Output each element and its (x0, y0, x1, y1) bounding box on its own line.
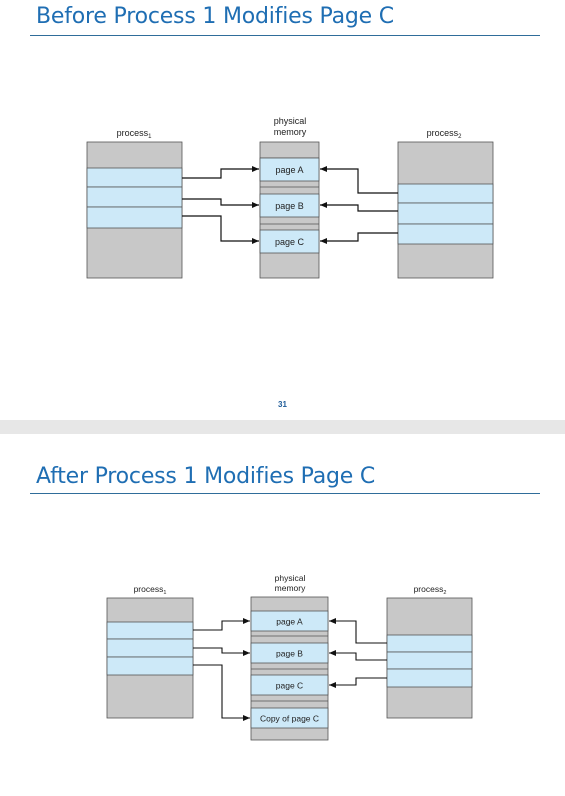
title-underline (30, 493, 540, 494)
page-c-label: page C (275, 237, 305, 247)
memory-page-b (259, 193, 320, 218)
arrow-p2-to-page-b (320, 202, 398, 212)
memory-label-line2: memory (274, 127, 307, 137)
memory-page-a (250, 610, 329, 632)
page-a-label: page A (275, 165, 303, 175)
process2-block (397, 141, 494, 279)
memory-label-line1: physical (274, 116, 307, 126)
page-a-label: page A (276, 617, 303, 627)
copy-on-write-diagram-before: process1 physical memory process2 page A… (86, 116, 494, 279)
arrow-p2-to-page-a (320, 166, 398, 194)
slide-title: After Process 1 Modifies Page C (36, 464, 376, 489)
page-number: 31 (278, 400, 287, 409)
page-c-label: page C (276, 681, 303, 691)
process2-page-row (397, 223, 494, 245)
arrow-p1-to-page-c (182, 215, 259, 244)
page-b-label: page B (276, 649, 303, 659)
process1-block (86, 141, 183, 279)
process1-page-row (86, 167, 183, 188)
memory-page-b (250, 642, 329, 664)
process2-block (386, 597, 473, 719)
copy-of-page-c-label: Copy of page C (260, 714, 319, 724)
process1-label: process1 (134, 584, 167, 596)
process2-label: process2 (414, 584, 447, 596)
process1-label: process1 (117, 128, 153, 140)
process2-label: process2 (427, 128, 463, 140)
process2-page-row (386, 634, 473, 653)
slide-title: Before Process 1 Modifies Page C (36, 4, 394, 29)
memory-page-a (259, 157, 320, 182)
copy-on-write-diagram-after: process1 physical memory process2 page A… (104, 571, 473, 743)
process1-page-row (106, 638, 194, 658)
arrow-p1-to-copy-of-page-c (193, 664, 250, 721)
process1-page-row (106, 656, 194, 676)
arrow-p1-to-page-b (193, 647, 250, 656)
process1-page-row (106, 621, 194, 640)
process2-page-row (386, 668, 473, 688)
slide-before: Before Process 1 Modifies Page C process… (30, 4, 540, 409)
arrow-p2-to-page-b (329, 650, 387, 661)
arrow-p2-to-page-a (329, 618, 387, 644)
arrow-p1-to-page-a (182, 166, 259, 179)
title-underline (30, 35, 540, 36)
process2-page-row (397, 202, 494, 225)
process1-page-row (86, 206, 183, 229)
slide-after: After Process 1 Modifies Page C process1… (0, 434, 565, 796)
arrow-p2-to-page-c (320, 232, 398, 244)
arrow-p2-to-page-c (329, 677, 387, 688)
physical-memory-block: page A page B page C (259, 141, 320, 279)
process1-page-row (86, 186, 183, 208)
process1-block (106, 597, 194, 719)
memory-copy-of-page-c (250, 707, 329, 729)
physical-memory-block: page A page B page C Copy of page C (250, 596, 329, 741)
memory-label-line1: physical (275, 573, 306, 583)
arrow-p1-to-page-a (193, 618, 250, 631)
process2-page-row (386, 651, 473, 670)
process2-page-row (397, 183, 494, 204)
memory-page-c (259, 229, 320, 254)
memory-label-line2: memory (275, 583, 306, 593)
slide-divider (0, 420, 565, 434)
arrow-p1-to-page-b (182, 198, 259, 208)
page-b-label: page B (275, 201, 304, 211)
memory-page-c (250, 674, 329, 696)
